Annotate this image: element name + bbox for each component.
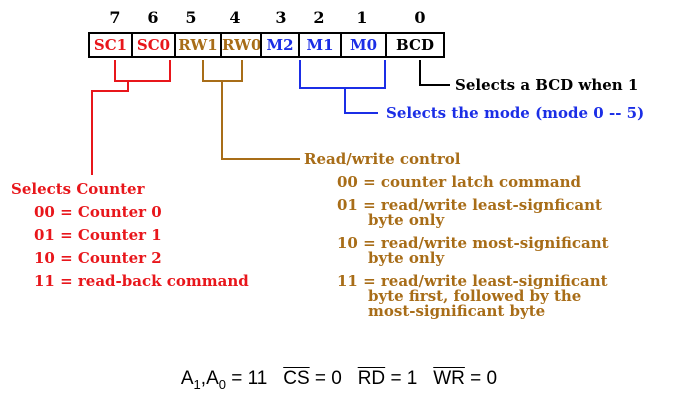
rw-line-01: 01 = read/write least-signficant (337, 196, 602, 214)
cs-signal: CS (283, 368, 310, 389)
bcd-leader (419, 60, 450, 86)
field-m0: M0 (340, 32, 387, 58)
counter-bracket (114, 60, 171, 82)
rw-line-00: 00 = counter latch command (337, 173, 582, 191)
bit-number-7: 7 (109, 8, 121, 27)
field-sc1: SC1 (88, 32, 133, 58)
a0-subscript: 0 (218, 376, 226, 392)
wr-value: = 0 (470, 368, 498, 389)
rw-title: Read/write control (304, 150, 461, 168)
a-value: = 11 (231, 368, 268, 389)
field-bcd: BCD (385, 32, 445, 58)
counter-leader (91, 81, 129, 175)
field-m1: M1 (298, 32, 342, 58)
field-sc0: SC0 (131, 32, 176, 58)
rw-line-11-cont1: byte first, followed by the (368, 287, 582, 305)
bit-number-3: 3 (275, 8, 287, 27)
a1-name: A (180, 368, 194, 389)
a1-subscript: 1 (193, 376, 201, 392)
address-formula: A1,A0 = 11 CS = 0 RD = 1 WR = 0 (180, 368, 498, 392)
rw-leader (221, 81, 300, 160)
field-m2: M2 (260, 32, 300, 58)
bit-number-6: 6 (147, 8, 159, 27)
bit-number-2: 2 (313, 8, 325, 27)
rw-line-11-cont2: most-significant byte (368, 302, 546, 320)
counter-line-10: 10 = Counter 2 (34, 249, 162, 267)
counter-line-11: 11 = read-back command (34, 272, 249, 290)
counter-line-01: 01 = Counter 1 (34, 226, 162, 244)
rd-signal: RD (357, 368, 386, 389)
rw-bracket (202, 60, 243, 82)
wr-signal: WR (433, 368, 465, 389)
bit-number-1: 1 (356, 8, 368, 27)
mode-annotation: Selects the mode (mode 0 -- 5) (386, 104, 645, 122)
rw-line-01-cont: byte only (368, 211, 445, 229)
field-rw0: RW0 (220, 32, 262, 58)
bit-number-4: 4 (229, 8, 241, 27)
bcd-annotation: Selects a BCD when 1 (455, 76, 639, 94)
bit-number-5: 5 (185, 8, 197, 27)
cs-value: = 0 (314, 368, 342, 389)
counter-title: Selects Counter (11, 180, 145, 198)
field-rw1: RW1 (174, 32, 222, 58)
bit-number-0: 0 (414, 8, 426, 27)
rw-line-10: 10 = read/write most-significant (337, 234, 609, 252)
mode-leader (344, 88, 378, 114)
rw-line-10-cont: byte only (368, 249, 445, 267)
mode-bracket (299, 60, 386, 89)
rd-value: = 1 (390, 368, 418, 389)
a0-name: A (206, 368, 219, 389)
rw-line-11: 11 = read/write least-significant (337, 272, 608, 290)
counter-line-00: 00 = Counter 0 (34, 203, 162, 221)
